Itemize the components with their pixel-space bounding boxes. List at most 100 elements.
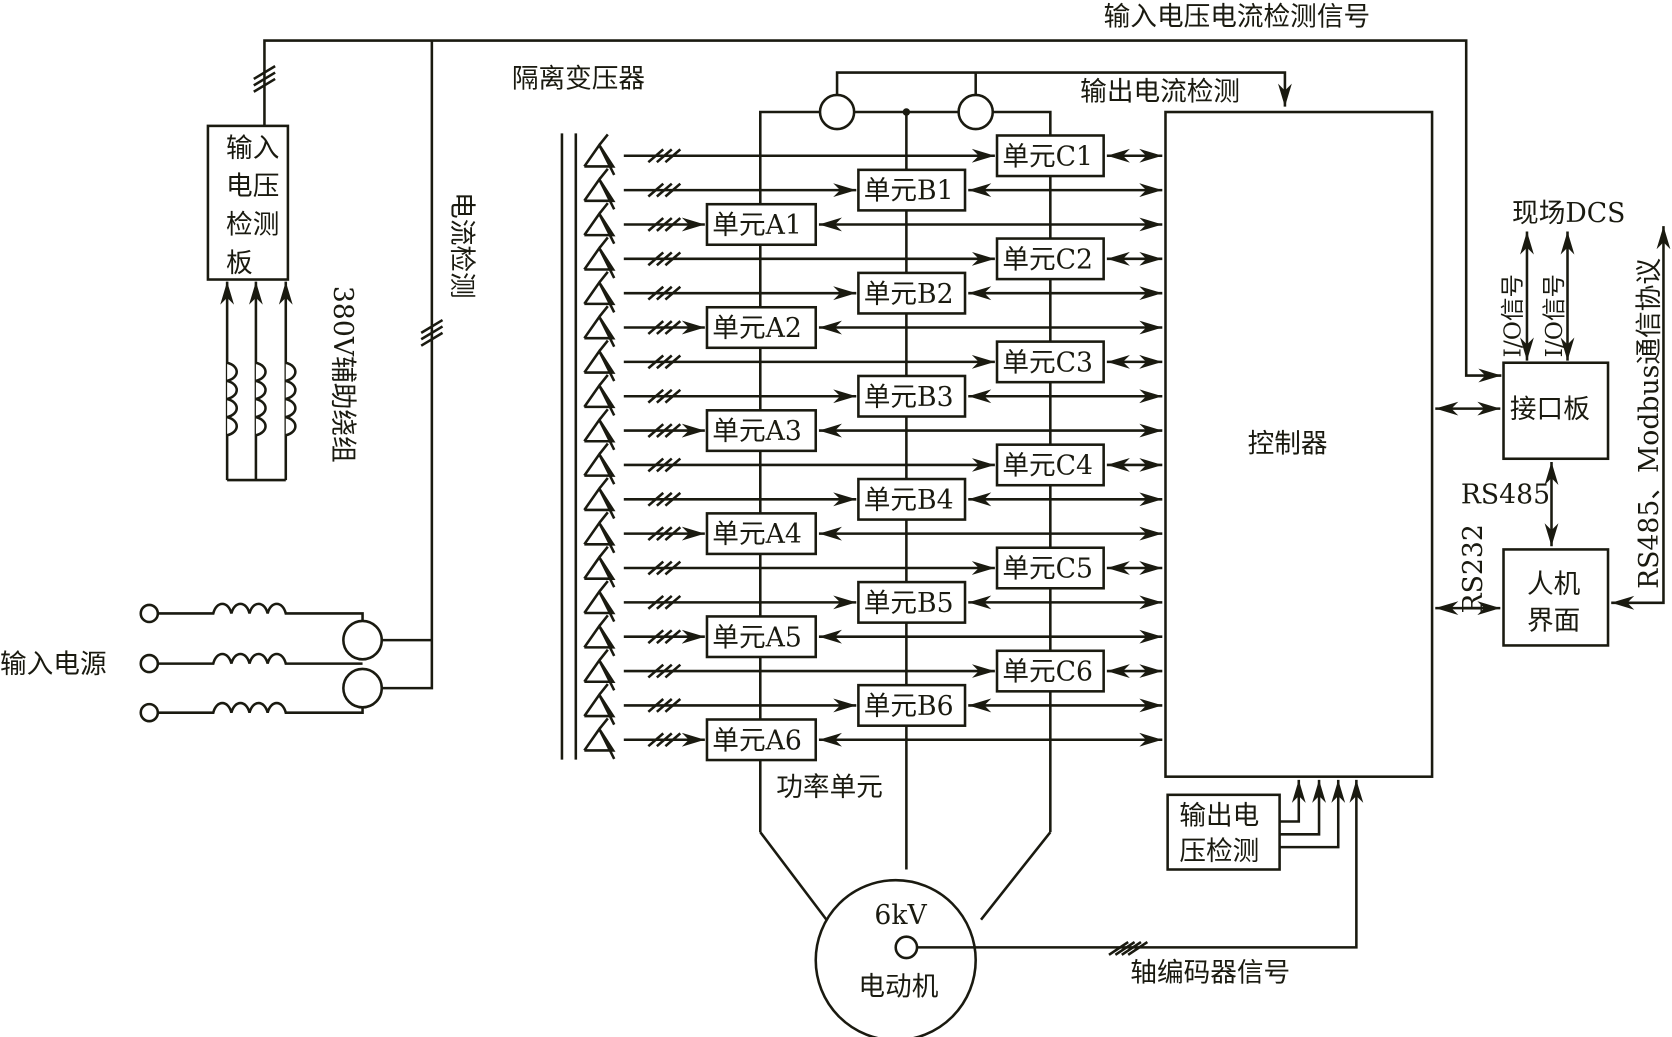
secondary-winding-icon xyxy=(583,511,616,554)
power-unit-box xyxy=(995,237,1105,281)
power-unit-label: 单元B2 xyxy=(864,279,954,310)
power-unit-label: 单元B6 xyxy=(864,691,954,722)
output-current-detect-label: 输出电流检测 xyxy=(1080,76,1240,107)
secondary-winding-icon xyxy=(583,271,616,313)
three-phase-mark xyxy=(647,320,682,335)
three-phase-mark xyxy=(647,182,682,198)
power-unit-box xyxy=(857,374,967,418)
three-phase-mark xyxy=(647,663,682,679)
power-unit-box xyxy=(995,340,1105,384)
phase-lines xyxy=(759,71,1292,921)
three-phase-mark xyxy=(647,285,682,301)
secondary-winding-icon xyxy=(583,545,616,588)
power-unit-label: 单元C3 xyxy=(1002,347,1093,378)
input-voltage-board-line1: 输入 xyxy=(226,133,279,164)
power-unit-box xyxy=(995,134,1105,178)
power-unit-label: 单元A6 xyxy=(712,725,802,756)
interface-board-box xyxy=(1502,361,1610,461)
power-unit-box xyxy=(705,512,818,556)
input-power-lines xyxy=(139,602,384,723)
input-voltage-board-line3: 检测 xyxy=(226,210,279,241)
secondary-winding-icon xyxy=(583,477,616,520)
current-detect-label: 电流检测 xyxy=(446,192,477,299)
power-unit-label: 单元C4 xyxy=(1002,451,1093,482)
motor-label: 电动机 xyxy=(858,971,938,1002)
output-voltage-detect-line2: 压检测 xyxy=(1179,836,1259,867)
secondary-winding-icon xyxy=(583,717,616,760)
secondary-winding-icon xyxy=(583,442,616,485)
output-voltage-arrows xyxy=(1279,779,1346,849)
aux-winding-coils xyxy=(220,281,297,482)
power-unit-box xyxy=(705,409,818,453)
secondary-winding-icon xyxy=(583,648,616,691)
secondary-winding-icon xyxy=(583,305,616,348)
input-power-label: 输入电源 xyxy=(0,649,107,680)
power-unit-box xyxy=(705,202,818,247)
three-phase-mark xyxy=(647,388,682,404)
three-phase-mark xyxy=(647,526,682,542)
three-phase-mark xyxy=(647,217,682,232)
field-dcs-label: 现场DCS xyxy=(1512,198,1625,229)
power-unit-box xyxy=(857,168,967,212)
power-unit-box xyxy=(995,649,1105,693)
three-phase-mark xyxy=(647,629,682,645)
aux-winding-label: 380V辅助绕组 xyxy=(327,286,358,463)
output-voltage-detect-box xyxy=(1166,793,1281,871)
power-unit-label: 单元B1 xyxy=(864,176,954,207)
three-phase-mark xyxy=(647,560,682,576)
output-voltage-detect-line1: 输出电 xyxy=(1179,801,1259,832)
power-unit-box xyxy=(857,271,967,315)
power-unit-label: 单元A4 xyxy=(712,519,802,550)
three-phase-mark xyxy=(647,148,682,164)
power-unit-label: 单元A3 xyxy=(712,416,802,447)
power-unit-label: 单元C5 xyxy=(1002,554,1093,585)
secondary-winding-icon xyxy=(583,683,616,726)
rs485-label: RS485 xyxy=(1461,480,1550,511)
power-unit-box xyxy=(995,443,1105,487)
power-unit-box xyxy=(995,546,1105,590)
encoder-line xyxy=(917,779,1364,956)
power-unit-box xyxy=(705,305,818,350)
power-unit-box xyxy=(857,477,967,521)
power-unit-label: 单元A1 xyxy=(712,210,802,241)
power-unit-box xyxy=(705,615,818,659)
power-unit-label: 单元A2 xyxy=(712,313,802,344)
secondary-winding-icon xyxy=(583,374,616,417)
isolation-transformer-label: 隔离变压器 xyxy=(512,63,645,94)
motor-voltage-label: 6kV xyxy=(874,900,927,931)
secondary-winding-icon xyxy=(583,580,616,623)
power-unit-label: 单元C2 xyxy=(1002,244,1093,275)
three-phase-mark xyxy=(647,732,682,748)
power-unit-label: 单元C6 xyxy=(1002,657,1093,688)
input-signal-line xyxy=(253,39,1502,690)
power-unit-label: 单元B3 xyxy=(864,382,954,413)
power-unit-box xyxy=(857,580,967,624)
output-current-sensor-icon xyxy=(818,93,856,131)
secondary-winding-icon xyxy=(583,236,616,279)
input-signal-label: 输入电压电流检测信号 xyxy=(1104,2,1370,33)
secondary-winding-icon xyxy=(583,202,616,245)
controller-box xyxy=(1164,110,1434,778)
three-phase-mark xyxy=(647,423,682,438)
power-unit-label: 单元B4 xyxy=(864,485,954,516)
input-voltage-board-line4: 板 xyxy=(226,248,253,279)
power-unit-box xyxy=(857,683,967,727)
three-phase-mark xyxy=(647,491,682,507)
secondary-winding-icon xyxy=(583,133,616,176)
encoder-icon xyxy=(894,935,919,960)
hmi-box xyxy=(1502,548,1610,647)
secondary-winding-icon xyxy=(583,167,616,210)
transformer-core xyxy=(560,133,578,760)
power-unit-box xyxy=(705,718,818,762)
modbus-link xyxy=(1611,226,1671,610)
motor-icon xyxy=(814,878,977,1037)
input-voltage-board-line2: 电压 xyxy=(226,171,279,202)
three-phase-mark xyxy=(647,354,682,370)
three-phase-mark xyxy=(647,698,682,713)
controller-label: 控制器 xyxy=(1248,428,1328,459)
three-phase-mark xyxy=(647,457,682,473)
output-current-sensor-icon xyxy=(957,93,995,131)
rs232-label: RS232 xyxy=(1458,524,1489,613)
three-phase-mark xyxy=(647,251,682,267)
